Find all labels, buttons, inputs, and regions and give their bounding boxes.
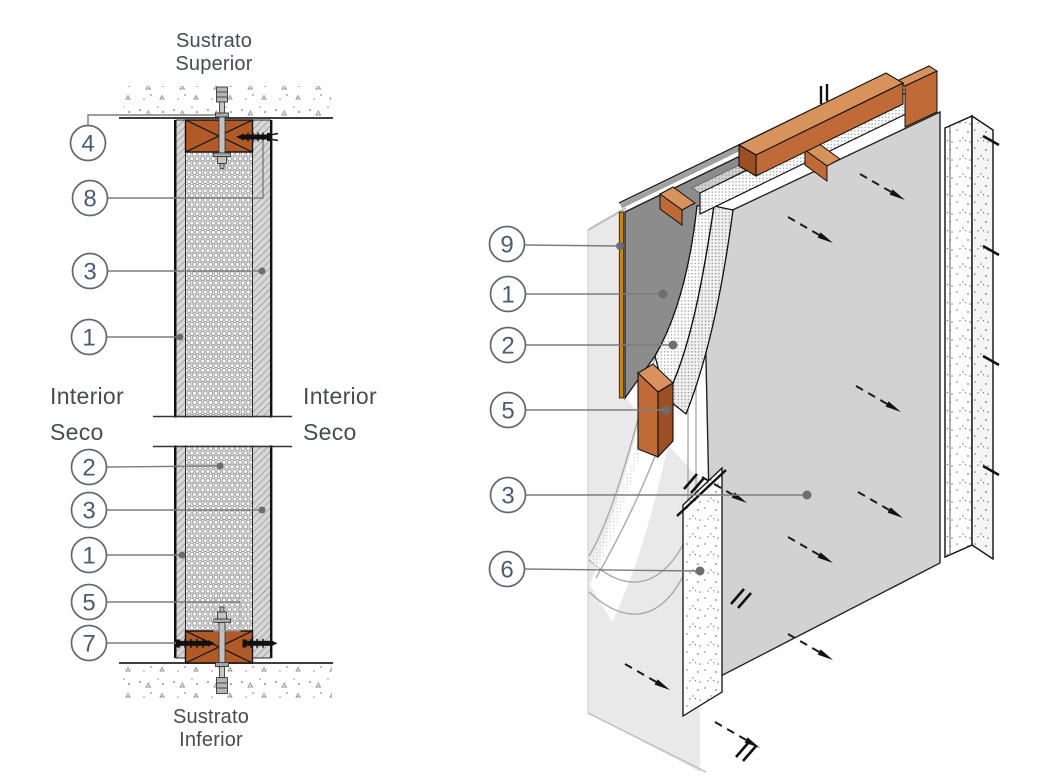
callout-circle-3-iso — [489, 476, 527, 514]
top-substrate-label-line1: Sustrato — [176, 30, 252, 52]
insulation-band-side — [665, 205, 734, 416]
back-panel-bottom-edge — [587, 712, 707, 773]
stud-side-face — [657, 382, 674, 459]
section-leader-dots — [176, 267, 266, 559]
insulation-core — [185, 119, 253, 659]
top-screw — [236, 132, 279, 142]
interior-left-line1: Interior — [50, 383, 124, 409]
top-substrate-label-line2: Superior — [175, 53, 252, 75]
callout-number: 2 — [82, 455, 95, 482]
callout-number: 3 — [83, 259, 96, 286]
iso-leader-lines — [524, 244, 806, 572]
interior-left-line2: Seco — [50, 419, 104, 445]
callout-number: 1 — [82, 325, 95, 352]
callout-number: 9 — [500, 232, 513, 259]
callout-number: 3 — [82, 498, 95, 525]
wood-beam — [737, 72, 905, 177]
callout-circle-5-iso — [489, 391, 527, 429]
callout-circle-9 — [488, 225, 526, 263]
interior-right-line1: Interior — [303, 383, 377, 409]
callout-number: 5 — [82, 590, 95, 617]
callout-number: 2 — [501, 333, 514, 360]
callout-number: 5 — [501, 398, 514, 425]
bottom-anchor-bolt — [213, 606, 231, 695]
callout-number: 1 — [501, 282, 514, 309]
callout-circle-1-iso — [489, 275, 527, 313]
cross-studs — [659, 65, 939, 226]
bottom-right-screw — [242, 638, 278, 648]
beam-end-face — [738, 144, 757, 177]
bottom-substrate-label-line1: Sustrato — [173, 706, 249, 728]
plasterboard-layer-right — [252, 119, 271, 659]
section-leader-lines — [87, 114, 264, 644]
callout-number: 7 — [82, 631, 95, 658]
interior-right-line2: Seco — [303, 419, 357, 445]
outer-board-right-face — [971, 114, 994, 561]
callout-circle-3 — [71, 252, 109, 290]
callout-circle-2 — [70, 448, 108, 486]
iso-leader-dots — [616, 242, 812, 576]
outer-board-left-face — [944, 114, 973, 559]
render-strip-top-cut — [676, 469, 727, 517]
insulation-band-shade — [666, 206, 733, 414]
bottom-substrate-label-line2: Inferior — [179, 729, 243, 751]
callout-number: 8 — [83, 186, 96, 213]
anchor-sleeve-outline — [213, 597, 241, 632]
cut-marks — [683, 473, 757, 762]
section-view: 4 8 3 1 2 3 1 5 7 Sustrato Superior Sust… — [50, 30, 377, 751]
top-assembly-screws — [819, 84, 829, 104]
outer-board-shade — [972, 116, 993, 559]
callout-number: 4 — [81, 131, 94, 158]
callout-circle-4 — [69, 124, 107, 162]
callout-circle-6-iso — [488, 550, 526, 588]
outer-board — [944, 114, 994, 561]
callout-number: 6 — [500, 557, 513, 584]
top-anchor-bolt — [213, 86, 231, 170]
callout-circle-5 — [70, 583, 108, 621]
callout-circle-3b — [70, 491, 108, 529]
wood-stud — [637, 363, 674, 459]
outer-board-screws — [982, 134, 1000, 477]
callout-circle-7 — [70, 624, 108, 662]
callout-circle-1b — [70, 536, 108, 574]
sealant-strip — [618, 211, 625, 399]
panel-screws — [624, 173, 905, 748]
callout-circle-2-iso — [489, 326, 527, 364]
callout-number: 1 — [82, 543, 95, 570]
callout-circle-1 — [70, 318, 108, 356]
callout-circle-8 — [71, 179, 109, 217]
iso-callouts: 9 1 2 5 3 6 — [488, 225, 527, 588]
callout-number: 3 — [501, 483, 514, 510]
section-callouts: 4 8 3 1 2 3 1 5 7 — [69, 124, 109, 662]
isometric-view: 9 1 2 5 3 6 — [488, 65, 1000, 773]
bottom-left-screw — [176, 638, 215, 648]
plasterboard-layer-left — [175, 119, 186, 659]
break-gap — [152, 417, 293, 446]
peel-curve-3 — [588, 534, 689, 583]
